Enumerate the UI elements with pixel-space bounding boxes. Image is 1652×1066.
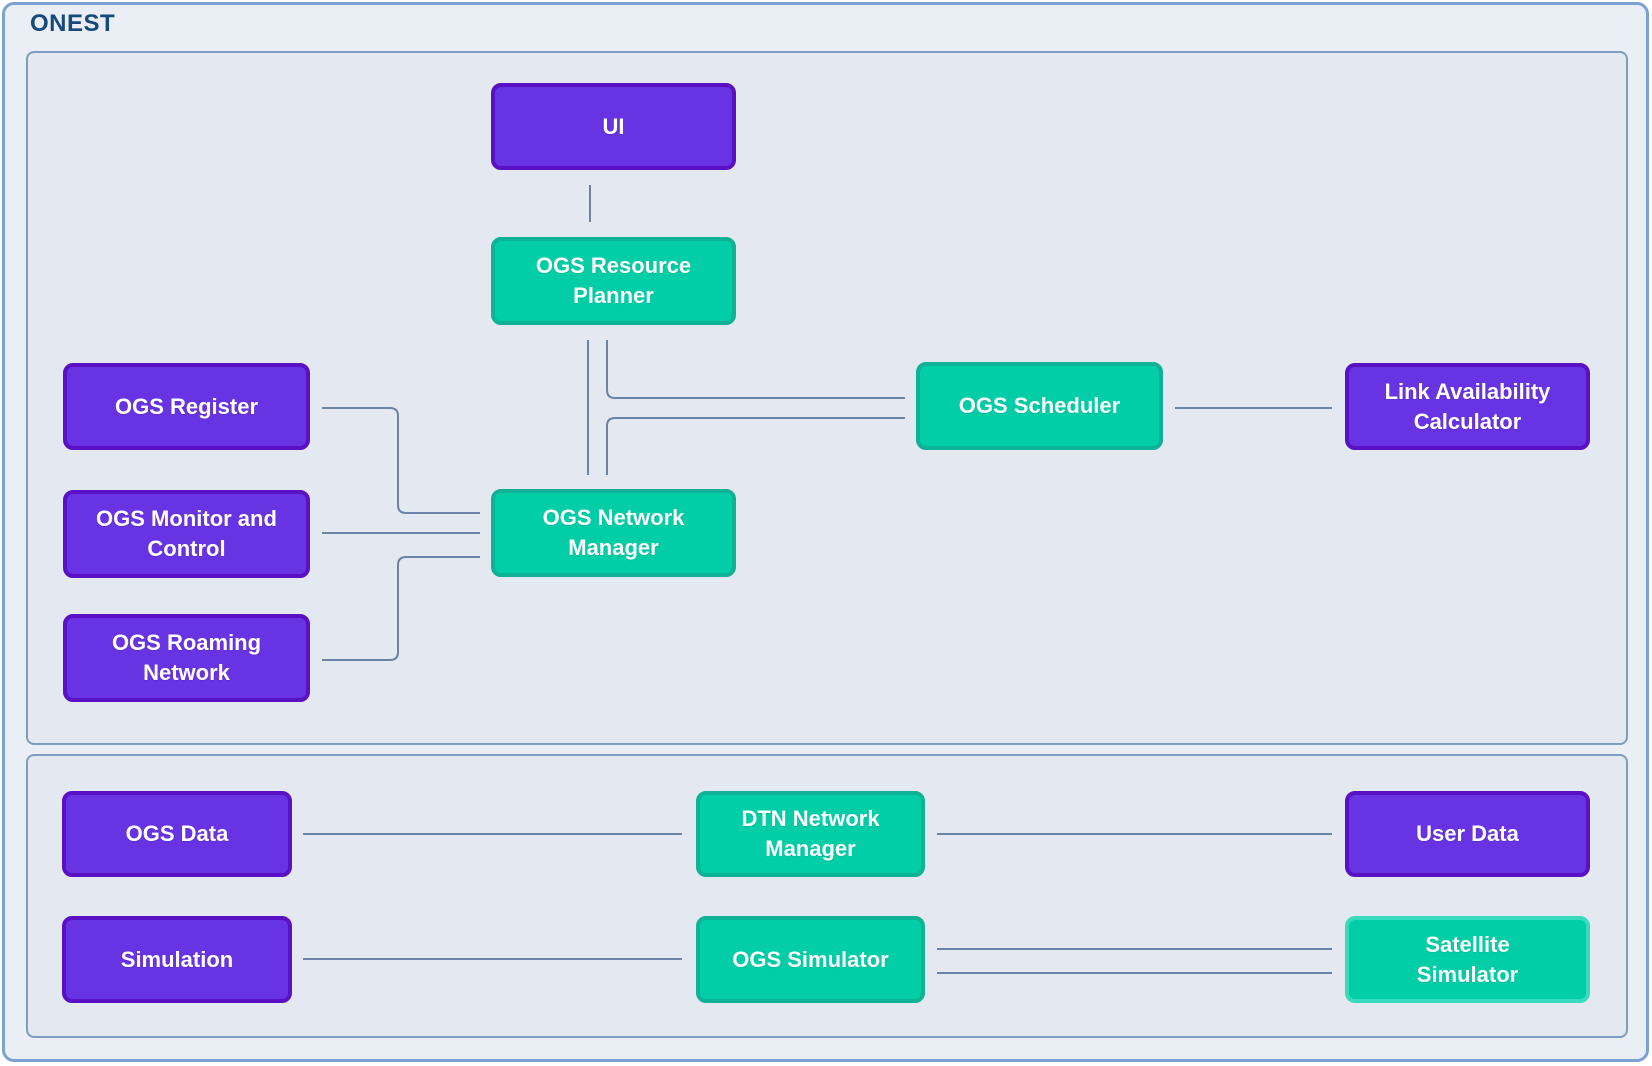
node-ogs-resource-planner: OGS Resource Planner (491, 237, 736, 325)
node-ogs-register: OGS Register (63, 363, 310, 450)
node-ogs-network-manager: OGS Network Manager (491, 489, 736, 577)
node-dtn-network-manager: DTN Network Manager (696, 791, 925, 877)
node-user-data: User Data (1345, 791, 1590, 877)
node-ogs-roaming-network: OGS Roaming Network (63, 614, 310, 702)
node-satellite-simulator: Satellite Simulator (1345, 916, 1590, 1003)
node-ogs-data: OGS Data (62, 791, 292, 877)
node-ui: UI (491, 83, 736, 170)
node-ogs-scheduler: OGS Scheduler (916, 362, 1163, 450)
node-simulation: Simulation (62, 916, 292, 1003)
diagram-title: ONEST (30, 10, 116, 37)
node-ogs-simulator: OGS Simulator (696, 916, 925, 1003)
node-ogs-monitor-and-control: OGS Monitor and Control (63, 490, 310, 578)
node-link-availability-calculator: Link Availability Calculator (1345, 363, 1590, 450)
